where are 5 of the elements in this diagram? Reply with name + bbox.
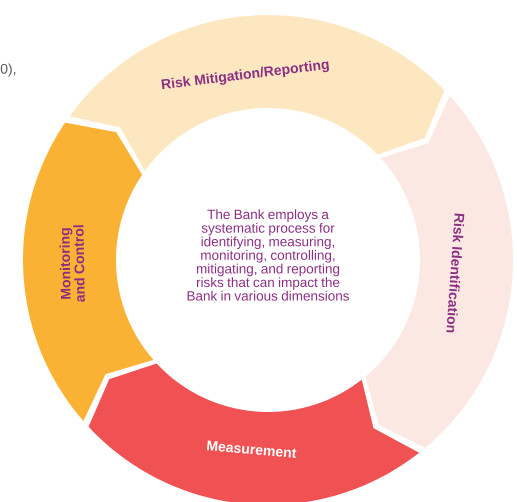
ring-segment: Measurement [88, 363, 420, 502]
page-text: 0), [0, 63, 16, 77]
center-text: The Bank employs a systematic process for identifying, measuring, monitoring, controlling, mitigating, and reporting risks that can impact the Bank in various dimensions [188, 209, 349, 301]
ring-segment: Monitoring and Control [23, 122, 154, 422]
ring-segment: Risk Identification [366, 96, 513, 448]
